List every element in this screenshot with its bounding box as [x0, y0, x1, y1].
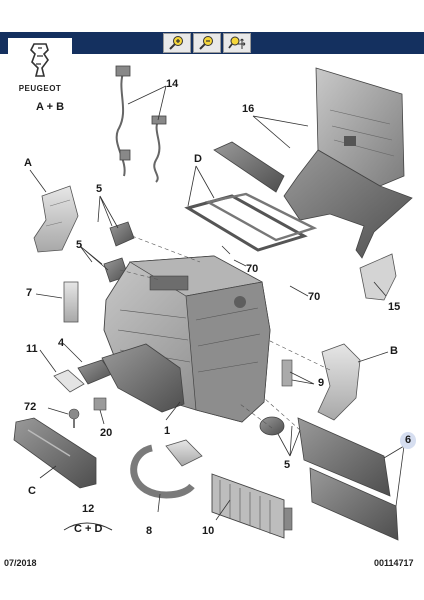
part-1-hvac-housing [103, 255, 271, 423]
part-a-duct [33, 185, 79, 253]
label-11: 11 [26, 343, 38, 355]
label-70-right: 70 [308, 291, 321, 303]
zoom-out-button[interactable] [193, 33, 221, 53]
label-6: 6 [400, 432, 417, 449]
part-d-frames [184, 192, 318, 252]
brand-logo [8, 38, 72, 94]
label-72: 72 [24, 401, 37, 413]
part-15-flap [359, 253, 397, 301]
magnifier-minus-icon [199, 36, 213, 50]
part-8-pipe [130, 439, 203, 499]
guide-lines [119, 235, 331, 431]
footer-code: 00114717 [374, 558, 414, 568]
label-16: 16 [242, 103, 255, 115]
part-7-bracket [63, 281, 79, 323]
label-a: A [24, 157, 32, 169]
magnifier-move-icon [228, 36, 246, 49]
label-15: 15 [388, 301, 401, 313]
part-10-heater-core [211, 473, 293, 539]
part-5-actuator-upper [109, 221, 135, 247]
label-12: 12 [82, 503, 95, 515]
part-lower-cover [101, 343, 185, 413]
label-14: 14 [166, 78, 179, 90]
label-1: 1 [164, 425, 171, 437]
zoom-move-button[interactable] [223, 33, 251, 53]
part-72-screw [68, 408, 80, 428]
label-5-top: 5 [96, 183, 103, 195]
zoom-toolbar [163, 33, 251, 53]
label-b: B [390, 345, 398, 357]
label-d: D [194, 153, 202, 165]
brand-name: PEUGEOT [18, 84, 62, 93]
part-6-cabin-filters [297, 417, 399, 541]
part-5-motor-right [259, 416, 285, 436]
label-8: 8 [146, 525, 153, 537]
part-20-clip [93, 397, 107, 411]
label-4: 4 [58, 337, 65, 349]
cd-brace [63, 522, 113, 531]
part-14-wiring-harness [115, 65, 167, 183]
part-16-air-duct [213, 67, 413, 259]
part-b-duct [317, 343, 361, 421]
label-a-plus-b: A + B [36, 101, 65, 113]
label-5-mid: 5 [76, 239, 83, 251]
label-7: 7 [26, 287, 33, 299]
label-20: 20 [100, 427, 113, 439]
part-11-plate [53, 369, 85, 393]
label-9: 9 [318, 377, 325, 389]
label-5-bottom: 5 [284, 459, 291, 471]
label-10: 10 [202, 525, 215, 537]
footer-date: 07/2018 [4, 558, 37, 568]
label-c-plus-d: C + D [74, 523, 103, 535]
label-70-top: 70 [246, 263, 259, 275]
magnifier-plus-icon [169, 36, 183, 50]
lion-logo-icon [30, 43, 49, 77]
part-9-bracket [281, 359, 293, 387]
part-c-side-panel [13, 417, 97, 489]
zoom-in-button[interactable] [163, 33, 191, 53]
leader-lines [29, 85, 405, 521]
label-c: C [28, 485, 36, 497]
